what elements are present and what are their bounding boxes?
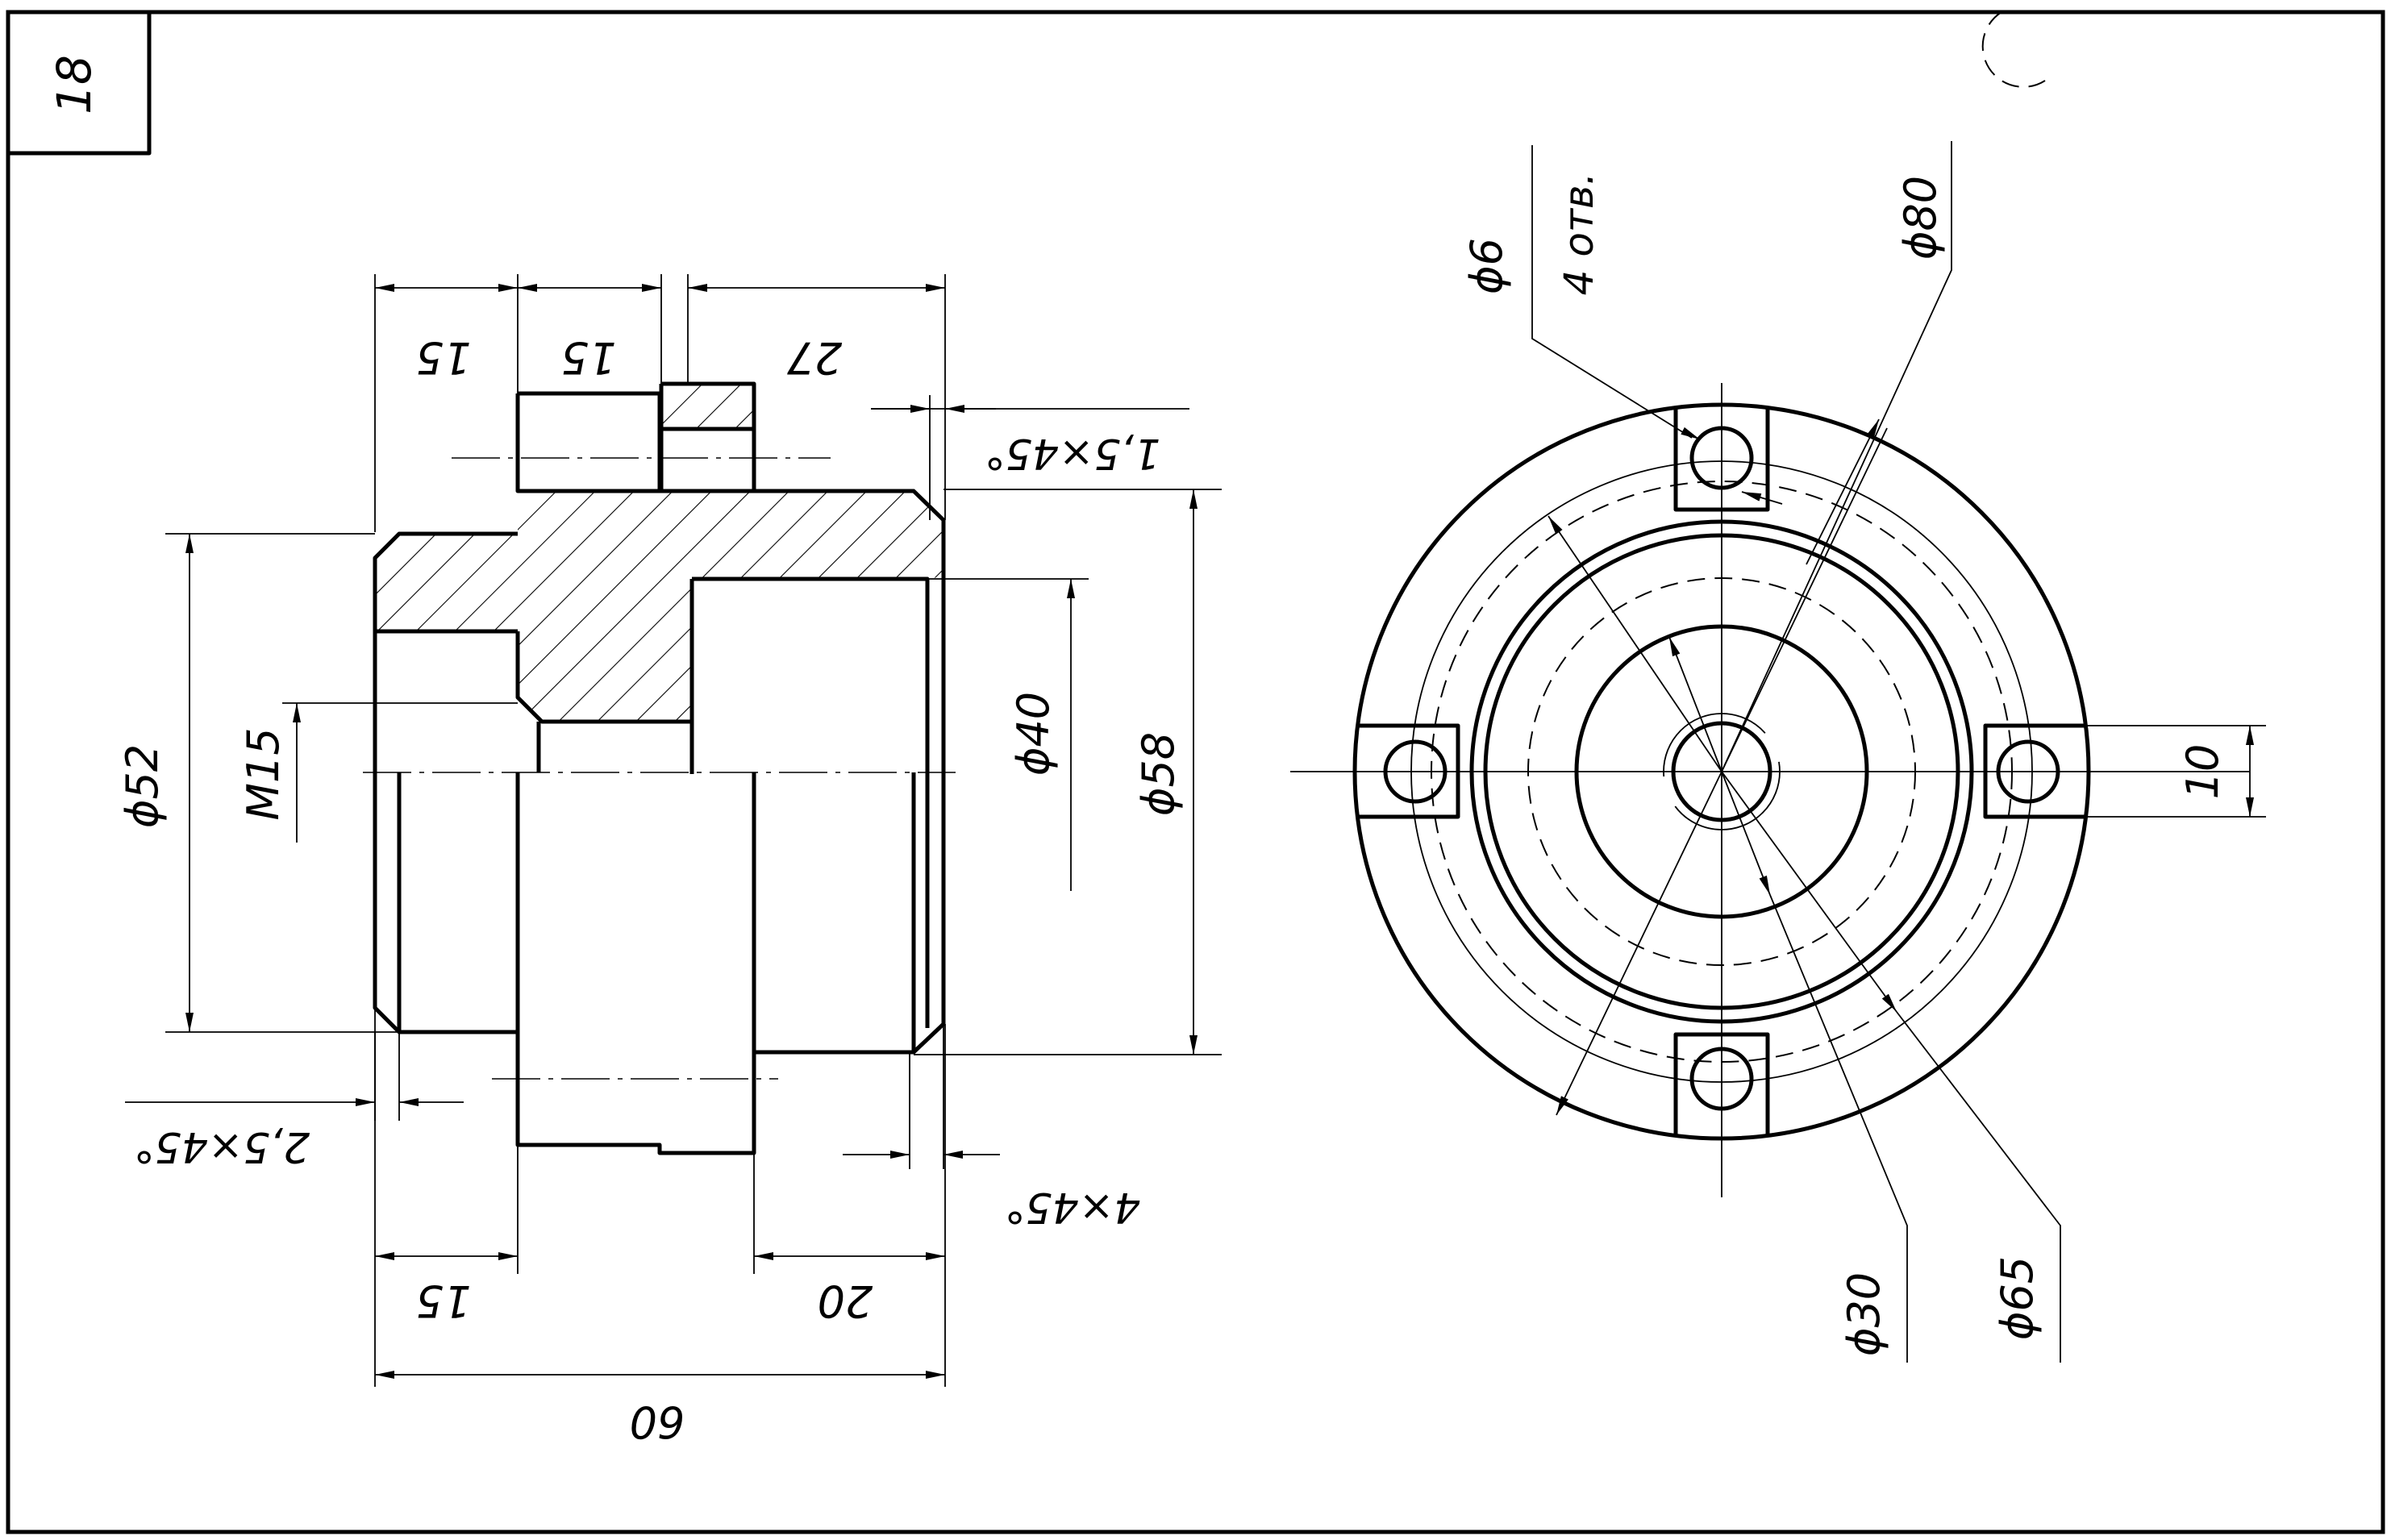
sheet-number: 18	[47, 55, 102, 114]
corner-mark	[1981, 11, 2046, 88]
dim-4-holes: 4 отв.	[1556, 173, 1602, 296]
hatch-main-body	[518, 491, 943, 722]
dim-phi40: ϕ40	[1008, 692, 1059, 776]
dim-phi52: ϕ52	[117, 744, 168, 828]
dim-line-phi80	[1806, 418, 1880, 565]
sheet-frame	[6, 10, 2385, 1534]
boss-outline	[659, 381, 756, 491]
dim-phi6: ϕ6	[1461, 238, 1512, 294]
dim-15-top-mid: 15	[561, 332, 617, 383]
sheet-number-box	[8, 12, 152, 156]
leader-phi6	[1531, 145, 1693, 439]
dim-10: 10	[2177, 744, 2228, 800]
dim-chamfer-1-5: 1,5×45°	[985, 429, 1160, 477]
dim-15-bottom: 15	[416, 1276, 472, 1326]
leader-phi30	[1769, 894, 1908, 1363]
dim-15-top-left: 15	[416, 332, 472, 383]
leader-phi65	[1896, 1011, 2061, 1363]
hatch-left-collar	[375, 534, 518, 631]
dim-27: 27	[787, 332, 843, 383]
dim-20: 20	[818, 1276, 873, 1326]
dim-60: 60	[630, 1396, 685, 1447]
dim-chamfer-2-5: 2,5×45°	[134, 1122, 310, 1171]
dim-chamfer-4: 4×45°	[1005, 1183, 1141, 1231]
dim-phi30: ϕ30	[1839, 1272, 1889, 1356]
bore-left-line	[397, 772, 520, 1145]
dim-phi65: ϕ65	[1992, 1256, 2043, 1340]
dim-phi58: ϕ58	[1133, 732, 1184, 816]
leader-phi80	[1721, 141, 1952, 772]
hatch-boss	[661, 384, 754, 429]
front-view: ϕ6 4 отв. ϕ80 ϕ65 ϕ30 10	[1290, 141, 2266, 1363]
dim-phi80: ϕ80	[1895, 176, 1946, 260]
side-section-view: 15 15 27 1,5×45° ϕ52 M15 ϕ40 ϕ58 2,5×45°	[117, 274, 1222, 1447]
dim-m15: M15	[238, 727, 289, 820]
